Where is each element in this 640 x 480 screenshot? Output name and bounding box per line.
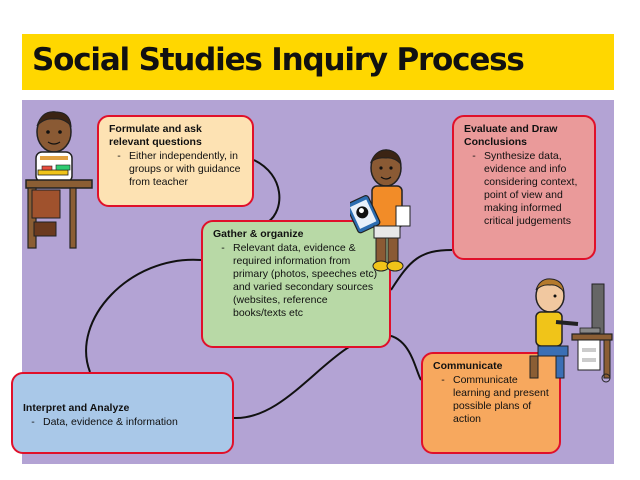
bullet-marker: - [221, 242, 225, 254]
interpret-step-bullet: - Data, evidence & information [23, 416, 224, 429]
bullet-marker: - [441, 374, 445, 386]
evaluate-step-bullet-text: Synthesize data, evidence and info consi… [484, 150, 578, 227]
connector-formulate-to-gather [253, 159, 281, 223]
gather-step-bullet-text: Relevant data, evidence & required infor… [233, 242, 378, 319]
bullet-marker: - [117, 150, 121, 162]
title-bar: Social Studies Inquiry Process [22, 34, 614, 90]
bullet-marker: - [472, 150, 476, 162]
evaluate-step-box: Evaluate and Draw Conclusions - Synthesi… [452, 115, 596, 260]
communicate-step-bullet: - Communicate learning and present possi… [433, 374, 551, 426]
communicate-step-title: Communicate [433, 360, 503, 372]
evaluate-step-title: Evaluate and Draw Conclusions [464, 123, 558, 148]
interpret-step-bullet-text: Data, evidence & information [43, 416, 178, 428]
interpret-step-box: Interpret and Analyze - Data, evidence &… [11, 372, 234, 454]
connector-gather-to-evaluate [390, 249, 453, 291]
gather-step-title: Gather & organize [213, 228, 304, 240]
connector-gather-to-interpret [85, 258, 202, 373]
communicate-step-bullet-text: Communicate learning and present possibl… [453, 374, 549, 425]
gather-step-box: Gather & organize - Relevant data, evide… [201, 220, 391, 348]
formulate-step-bullet: - Either independently, in groups or wit… [109, 150, 244, 189]
interpret-step-title: Interpret and Analyze [23, 402, 130, 414]
evaluate-step-bullet: - Synthesize data, evidence and info con… [464, 150, 586, 228]
student-with-tablet-icon [350, 149, 411, 272]
student-at-computer-icon [529, 278, 613, 383]
formulate-step-box: Formulate and ask relevant questions - E… [97, 115, 254, 207]
formulate-step-title: Formulate and ask relevant questions [109, 123, 202, 148]
page-title: Social Studies Inquiry Process [32, 42, 525, 78]
formulate-step-bullet-text: Either independently, in groups or with … [129, 150, 241, 188]
gather-step-bullet: - Relevant data, evidence & required inf… [213, 242, 381, 320]
bullet-marker: - [31, 416, 35, 428]
student-at-desk-icon [25, 111, 93, 249]
